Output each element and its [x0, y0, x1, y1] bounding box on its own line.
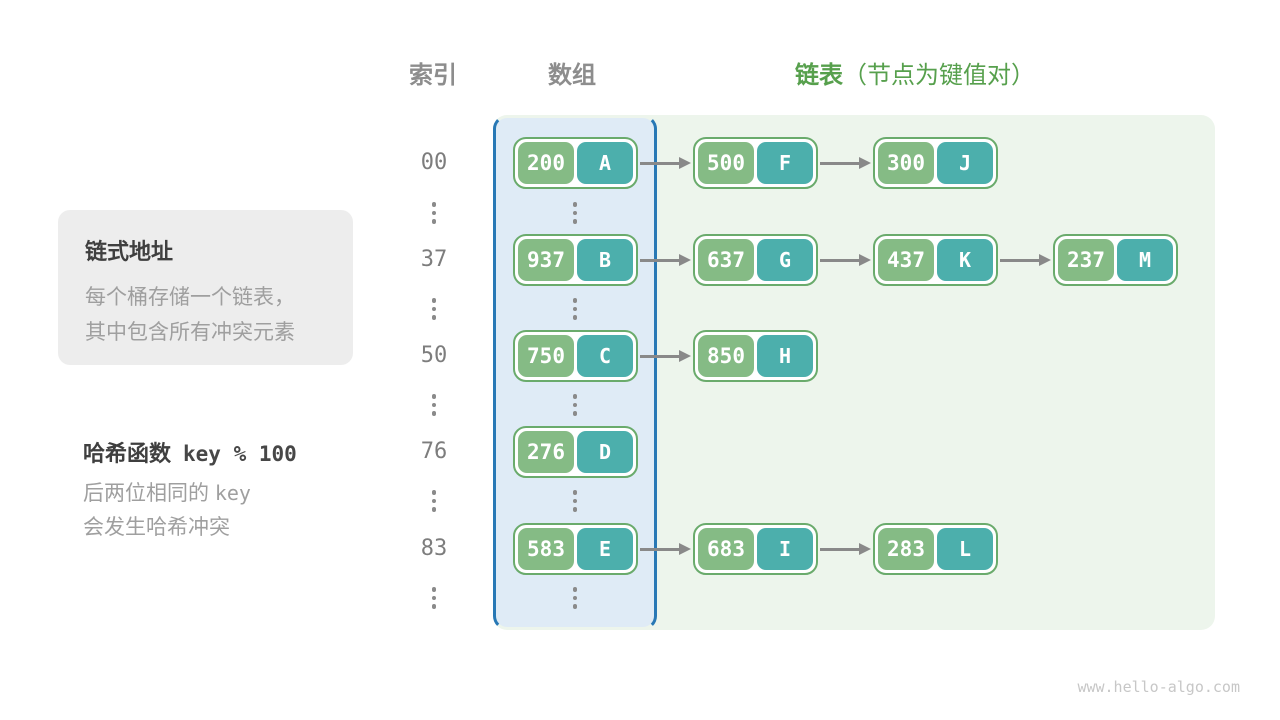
array-ellipsis-dots [571, 202, 579, 224]
info-box [58, 210, 353, 365]
index-ellipsis-dots [430, 587, 438, 609]
array-ellipsis-dots [571, 587, 579, 609]
index-ellipsis-dots [430, 202, 438, 224]
node-key: 283 [878, 528, 934, 570]
arrow-head [859, 156, 871, 169]
arrow-head [859, 542, 871, 555]
arrow-shaft [640, 354, 681, 358]
hash-function-formula: key % 100 [183, 442, 297, 466]
info-box-line1: 每个桶存储一个链表， [85, 286, 295, 309]
index-ellipsis-dots [430, 490, 438, 512]
index-column-header: 索引 [409, 62, 457, 89]
node-key: 237 [1058, 239, 1114, 281]
arrow-head [859, 253, 871, 266]
node-value: G [757, 239, 813, 281]
node-key: 937 [518, 239, 574, 281]
node-value: E [577, 528, 633, 570]
next-pointer-arrow [640, 542, 691, 556]
array-ellipsis-dots [571, 298, 579, 320]
arrow-head [1039, 253, 1051, 266]
index-ellipsis-dots [430, 298, 438, 320]
info-box-line2: 其中包含所有冲突元素 [85, 321, 295, 344]
next-pointer-arrow [820, 542, 871, 556]
next-pointer-arrow [640, 156, 691, 170]
node-value: D [577, 431, 633, 473]
node-key: 637 [698, 239, 754, 281]
hash-note-line1-text: 后两位相同的 [83, 482, 215, 505]
hash-function-label: 哈希函数 [83, 441, 172, 466]
index-label: 00 [420, 150, 448, 175]
arrow-shaft [820, 258, 861, 262]
arrow-head [679, 349, 691, 362]
node-key: 276 [518, 431, 574, 473]
node-key: 750 [518, 335, 574, 377]
node-value: J [937, 142, 993, 184]
list-column-header: 链表（节点为键值对） [795, 55, 1035, 90]
watermark: www.hello-algo.com [1077, 678, 1240, 696]
node-value: K [937, 239, 993, 281]
node-value: M [1117, 239, 1173, 281]
node-value: L [937, 528, 993, 570]
index-label: 83 [420, 536, 448, 561]
hash-note-line1-code: key [214, 481, 251, 505]
index-label: 37 [420, 247, 448, 272]
next-pointer-arrow [820, 253, 871, 267]
node-key: 683 [698, 528, 754, 570]
array-column-header: 数组 [548, 62, 596, 89]
hash-function-title: 哈希函数 key % 100 [83, 436, 297, 468]
node-key: 500 [698, 142, 754, 184]
arrow-shaft [640, 258, 681, 262]
node-key: 300 [878, 142, 934, 184]
next-pointer-arrow [640, 349, 691, 363]
arrow-shaft [1000, 258, 1041, 262]
node-value: B [577, 239, 633, 281]
node-key: 200 [518, 142, 574, 184]
arrow-head [679, 156, 691, 169]
arrow-head [679, 542, 691, 555]
node-value: C [577, 335, 633, 377]
array-ellipsis-dots [571, 490, 579, 512]
arrow-shaft [640, 161, 681, 165]
next-pointer-arrow [640, 253, 691, 267]
node-key: 850 [698, 335, 754, 377]
node-value: A [577, 142, 633, 184]
node-key: 437 [878, 239, 934, 281]
hash-note-line2: 会发生哈希冲突 [83, 516, 230, 539]
arrow-shaft [820, 547, 861, 551]
node-value: F [757, 142, 813, 184]
index-label: 76 [420, 439, 448, 464]
node-value: I [757, 528, 813, 570]
index-ellipsis-dots [430, 394, 438, 416]
node-value: H [757, 335, 813, 377]
list-header-note: （节点为键值对） [843, 62, 1035, 89]
arrow-head [679, 253, 691, 266]
hash-note-line1: 后两位相同的 key [83, 477, 251, 507]
index-label: 50 [420, 343, 448, 368]
arrow-shaft [640, 547, 681, 551]
info-box-title: 链式地址 [85, 239, 174, 264]
node-key: 583 [518, 528, 574, 570]
array-ellipsis-dots [571, 394, 579, 416]
arrow-shaft [820, 161, 861, 165]
list-header-title: 链表 [795, 62, 843, 89]
next-pointer-arrow [1000, 253, 1051, 267]
next-pointer-arrow [820, 156, 871, 170]
